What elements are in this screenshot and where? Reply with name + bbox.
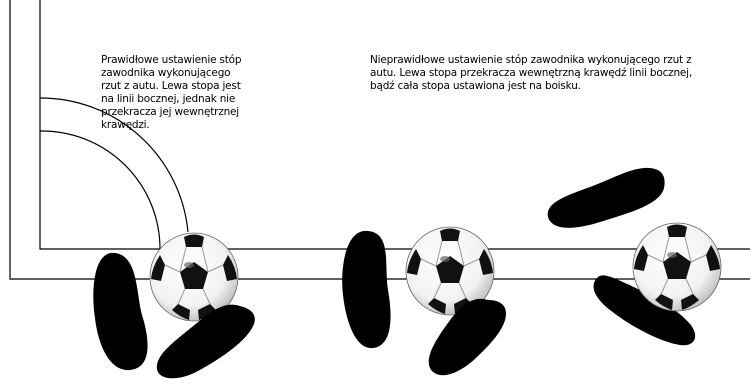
caption-line: autu. Lewa stopa przekracza wewnętrzną k… xyxy=(370,67,693,79)
foot-print-icon xyxy=(93,252,148,371)
foot-print-icon xyxy=(156,304,255,379)
touchline-inner-edge xyxy=(39,0,750,250)
foot-print-icon xyxy=(547,167,665,228)
foot-print-icon xyxy=(593,275,696,346)
pitch-lines xyxy=(9,0,750,280)
foot-print-icon xyxy=(342,230,391,349)
caption-line: Nieprawidłowe ustawienie stóp zawodnika … xyxy=(370,54,692,66)
caption-line: bądź cała stopa ustawiona jest na boisku… xyxy=(370,80,581,92)
caption-line: krawędzi. xyxy=(101,119,150,131)
scene-incorrect-left-foot-over xyxy=(342,226,506,376)
corner-arc-inner xyxy=(39,130,161,250)
scene-incorrect-foot-on-field xyxy=(547,167,722,346)
foot-print-icon xyxy=(428,298,506,376)
caption-line: przekracza jej wewnętrznej xyxy=(101,106,240,118)
caption-line: rzut z autu. Lewa stopa jest xyxy=(101,80,241,92)
scene-correct xyxy=(93,232,255,379)
caption-incorrect-position: Nieprawidłowe ustawienie stóp zawodnika … xyxy=(370,54,750,93)
caption-line: na linii bocznej, jednak nie xyxy=(101,93,236,105)
corner-arc-outer xyxy=(39,97,189,233)
soccer-ball-icon xyxy=(632,222,722,312)
caption-line: Prawidłowe ustawienie stóp xyxy=(101,54,242,66)
touchline-outer-edge xyxy=(9,0,750,280)
caption-line: zawodnika wykonującego xyxy=(101,67,231,79)
caption-correct-position: Prawidłowe ustawienie stóp zawodnika wyk… xyxy=(101,54,279,132)
